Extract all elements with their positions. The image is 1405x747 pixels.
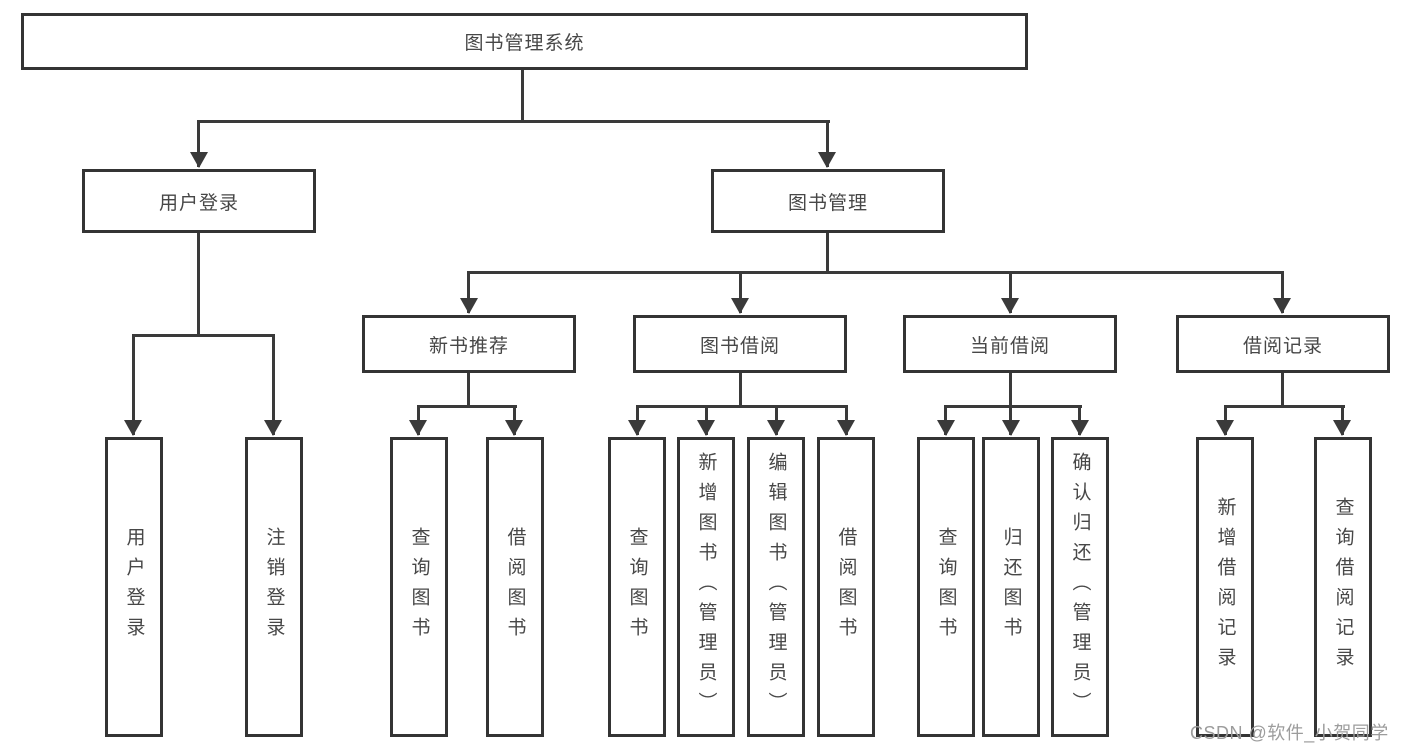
arrow-down-icon bbox=[124, 420, 142, 436]
connector-bar bbox=[944, 405, 1082, 408]
arrow-down-icon bbox=[264, 420, 282, 436]
connector-stem bbox=[1009, 373, 1012, 408]
arrow-down-icon bbox=[818, 152, 836, 168]
leaf-query-borrow-record: 查询借阅记录 bbox=[1314, 437, 1372, 737]
arrow-down-icon bbox=[1273, 298, 1291, 314]
leaf-query-books-borrowing: 查询图书 bbox=[608, 437, 666, 737]
arrow-down-icon bbox=[1216, 420, 1234, 436]
node-borrowing-records: 借阅记录 bbox=[1176, 315, 1390, 373]
node-label: 借阅记录 bbox=[1242, 335, 1323, 357]
connector-bar bbox=[197, 120, 830, 123]
arrow-down-icon bbox=[1002, 420, 1020, 436]
node-book-management: 图书管理 bbox=[711, 169, 945, 233]
leaf-edit-books-admin: 编辑图书（管理员） bbox=[747, 437, 805, 737]
leaf-query-books-current: 查询图书 bbox=[917, 437, 975, 737]
node-label: 当前借阅 bbox=[969, 335, 1050, 357]
arrow-down-icon bbox=[937, 420, 955, 436]
connector-stem bbox=[826, 233, 829, 274]
node-label: 新书推荐 bbox=[428, 335, 509, 357]
arrow-down-icon bbox=[505, 420, 523, 436]
connector-stem bbox=[1281, 373, 1284, 408]
leaf-label: 新增图书（管理员） bbox=[695, 452, 717, 722]
node-label: 图书管理系统 bbox=[464, 33, 585, 54]
arrow-down-icon bbox=[837, 420, 855, 436]
node-label: 用户登录 bbox=[158, 192, 239, 214]
leaf-label: 注销登录 bbox=[263, 527, 285, 647]
node-library-system: 图书管理系统 bbox=[21, 13, 1028, 70]
leaf-user-login: 用户登录 bbox=[105, 437, 163, 737]
connector-bar bbox=[636, 405, 848, 408]
connector-drop bbox=[1281, 271, 1284, 313]
leaf-label: 编辑图书（管理员） bbox=[765, 452, 787, 722]
connector-bar bbox=[467, 271, 1284, 274]
leaf-label: 查询图书 bbox=[626, 527, 648, 647]
connector-drop bbox=[1009, 271, 1012, 313]
connector-drop bbox=[132, 334, 135, 435]
arrow-down-icon bbox=[628, 420, 646, 436]
connector-stem bbox=[521, 70, 524, 123]
node-new-book-recommend: 新书推荐 bbox=[362, 315, 576, 373]
leaf-label: 借阅图书 bbox=[835, 527, 857, 647]
node-user-login: 用户登录 bbox=[82, 169, 316, 233]
leaf-query-books-recommend: 查询图书 bbox=[390, 437, 448, 737]
arrow-down-icon bbox=[409, 420, 427, 436]
arrow-down-icon bbox=[697, 420, 715, 436]
leaf-label: 查询借阅记录 bbox=[1332, 497, 1354, 677]
connector-drop bbox=[467, 271, 470, 313]
leaf-label: 确认归还（管理员） bbox=[1069, 452, 1091, 722]
leaf-borrow-books-recommend: 借阅图书 bbox=[486, 437, 544, 737]
leaf-confirm-return-admin: 确认归还（管理员） bbox=[1051, 437, 1109, 737]
leaf-add-books-admin: 新增图书（管理员） bbox=[677, 437, 735, 737]
csdn-watermark: CSDN @软件_小贺同学 bbox=[1190, 723, 1389, 743]
connector-stem bbox=[739, 373, 742, 408]
node-book-borrowing: 图书借阅 bbox=[633, 315, 847, 373]
node-label: 图书借阅 bbox=[699, 335, 780, 357]
node-current-borrowing: 当前借阅 bbox=[903, 315, 1117, 373]
arrow-down-icon bbox=[767, 420, 785, 436]
arrow-down-icon bbox=[460, 298, 478, 314]
node-label: 图书管理 bbox=[787, 192, 868, 214]
connector-drop bbox=[826, 120, 829, 167]
arrow-down-icon bbox=[731, 298, 749, 314]
connector-stem bbox=[197, 233, 200, 337]
connector-bar bbox=[417, 405, 517, 408]
leaf-label: 查询图书 bbox=[408, 527, 430, 647]
connector-bar bbox=[1224, 405, 1345, 408]
arrow-down-icon bbox=[1333, 420, 1351, 436]
leaf-return-books: 归还图书 bbox=[982, 437, 1040, 737]
leaf-logout: 注销登录 bbox=[245, 437, 303, 737]
connector-drop bbox=[197, 120, 200, 167]
arrow-down-icon bbox=[1001, 298, 1019, 314]
arrow-down-icon bbox=[1071, 420, 1089, 436]
leaf-borrow-books: 借阅图书 bbox=[817, 437, 875, 737]
connector-stem bbox=[467, 373, 470, 408]
arrow-down-icon bbox=[190, 152, 208, 168]
connector-drop bbox=[739, 271, 742, 313]
connector-bar bbox=[132, 334, 275, 337]
leaf-label: 查询图书 bbox=[935, 527, 957, 647]
leaf-label: 新增借阅记录 bbox=[1214, 497, 1236, 677]
leaf-label: 借阅图书 bbox=[504, 527, 526, 647]
leaf-add-borrow-record: 新增借阅记录 bbox=[1196, 437, 1254, 737]
leaf-label: 归还图书 bbox=[1000, 527, 1022, 647]
leaf-label: 用户登录 bbox=[123, 527, 145, 647]
connector-drop bbox=[272, 334, 275, 435]
